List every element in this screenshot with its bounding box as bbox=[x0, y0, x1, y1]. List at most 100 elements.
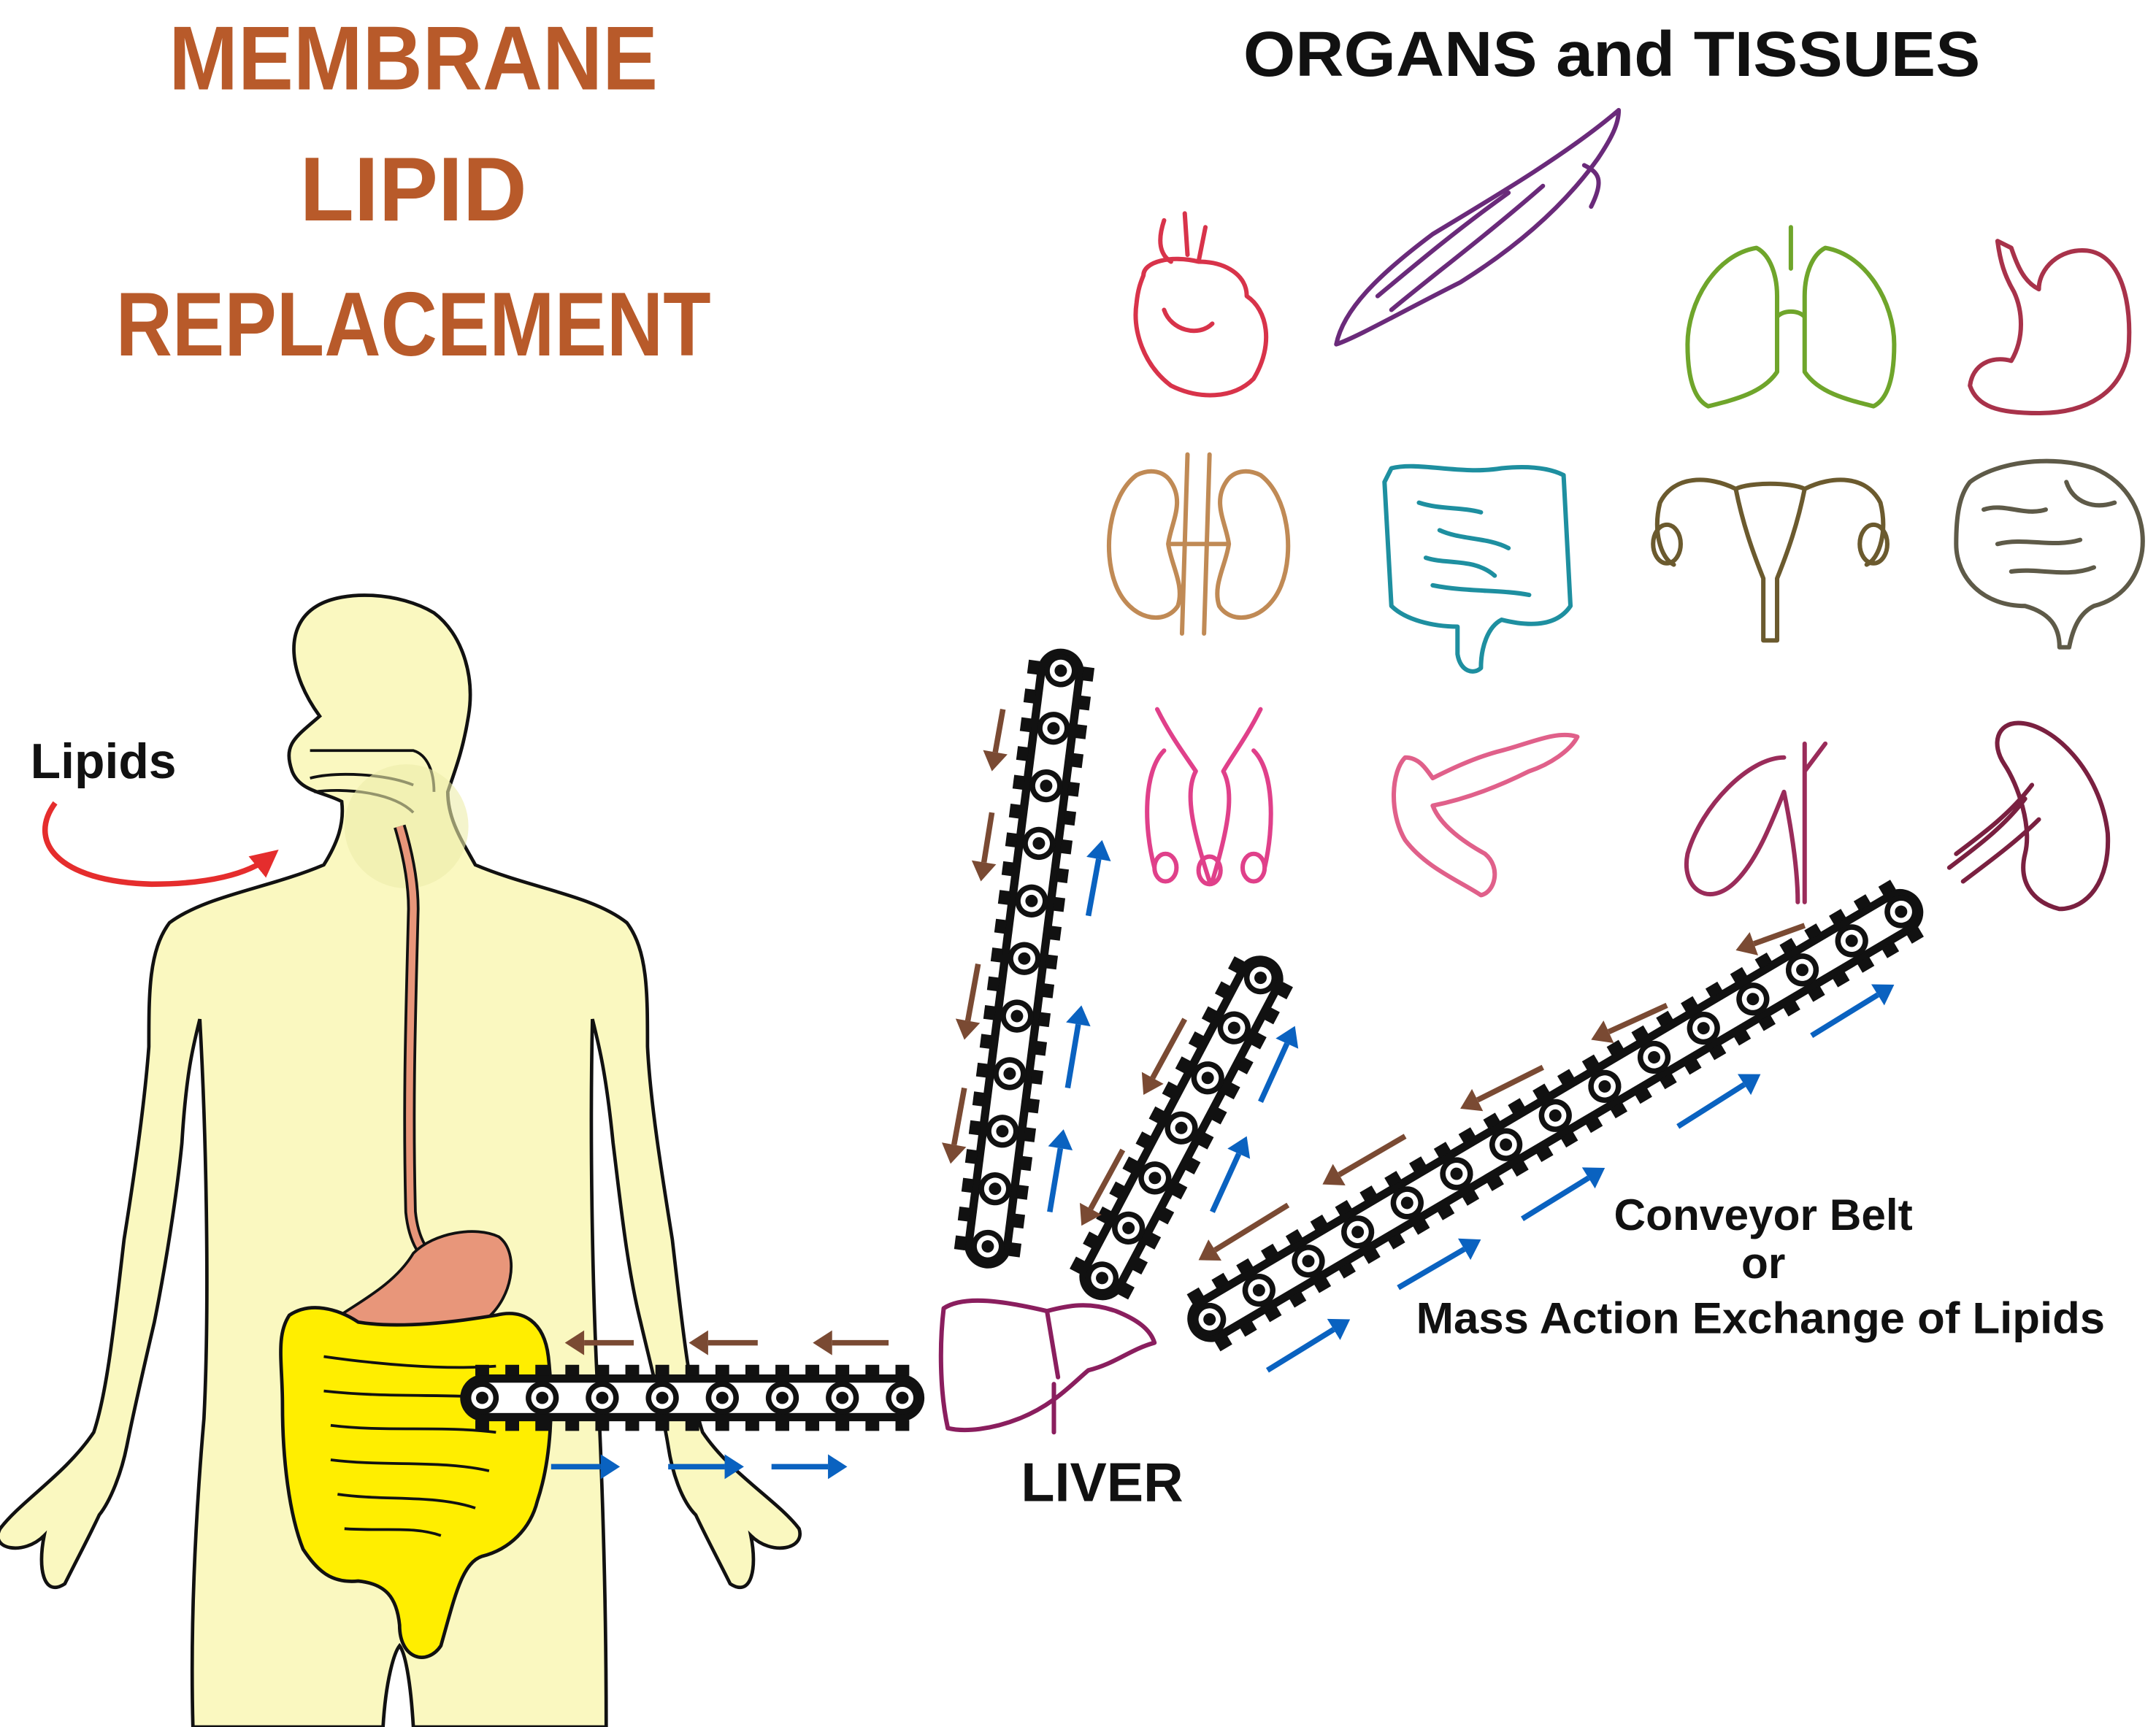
belt-tooth bbox=[1063, 810, 1077, 826]
caption-line-3: Mass Action Exchange of Lipids bbox=[1416, 1293, 2105, 1342]
belt-tooth bbox=[979, 1034, 993, 1050]
belt-tooth bbox=[1779, 938, 1798, 955]
belt-tooth bbox=[505, 1364, 520, 1376]
belt-tooth bbox=[964, 1149, 978, 1164]
belt-tooth bbox=[957, 1207, 971, 1222]
belt-tooth bbox=[1289, 1291, 1307, 1308]
caption-line-2: or bbox=[1741, 1238, 1785, 1288]
belt-liver-to-lower-organs bbox=[1186, 880, 1924, 1352]
caption-line-1: Conveyor Belt bbox=[1614, 1190, 1913, 1239]
belt-tooth bbox=[1508, 1098, 1526, 1115]
belt-tooth bbox=[685, 1420, 699, 1431]
belt-tooth bbox=[1171, 1182, 1188, 1200]
arrow-to-organs bbox=[1047, 1129, 1073, 1212]
belt-tooth bbox=[1034, 1040, 1048, 1056]
belt-tooth bbox=[715, 1420, 729, 1431]
arrow-to-liver bbox=[1591, 1002, 1668, 1044]
belt-tooth bbox=[1045, 954, 1059, 970]
title-line-3: REPLACEMENT bbox=[116, 274, 711, 375]
title-line-2: LIPID bbox=[299, 139, 526, 240]
belt-tooth bbox=[1310, 1214, 1328, 1231]
liver-label: LIVER bbox=[1021, 1452, 1183, 1513]
belt-tooth bbox=[1857, 956, 1875, 973]
belt-tooth bbox=[1016, 1185, 1029, 1200]
belt-tooth bbox=[535, 1364, 550, 1376]
belt-tooth bbox=[745, 1420, 759, 1431]
belt-tooth bbox=[1067, 782, 1081, 797]
belt-liver-to-upper-organs bbox=[954, 648, 1095, 1269]
belt-tooth bbox=[1906, 927, 1924, 944]
belt-tooth bbox=[1338, 1262, 1356, 1279]
belt-tooth bbox=[1214, 981, 1232, 999]
belt-tooth bbox=[1881, 942, 1900, 958]
belt-tooth bbox=[1030, 1069, 1044, 1085]
belt-tooth bbox=[1708, 1043, 1727, 1061]
belt-tooth bbox=[1109, 1181, 1126, 1199]
belt-tooth bbox=[595, 1420, 610, 1431]
liver-icon bbox=[938, 1298, 1157, 1435]
belt-tooth bbox=[1186, 1287, 1205, 1304]
lungs-icon bbox=[1685, 225, 1897, 409]
belt-tooth bbox=[1263, 1007, 1280, 1025]
belt-tooth bbox=[997, 890, 1011, 905]
flow-arrows bbox=[550, 709, 1895, 1480]
lipids-intake-arrow bbox=[42, 801, 279, 888]
conveyor-belts bbox=[460, 648, 1924, 1431]
belt-tooth bbox=[954, 1235, 967, 1251]
belt-tooth bbox=[685, 1364, 699, 1376]
belt-tooth bbox=[895, 1364, 910, 1376]
belt-tooth bbox=[1384, 1171, 1403, 1188]
arrow-to-liver bbox=[1198, 1202, 1290, 1261]
belt-tooth bbox=[1462, 1189, 1480, 1206]
throat-shading bbox=[344, 764, 469, 888]
belt-tooth bbox=[1236, 1258, 1254, 1275]
arrow-to-liver bbox=[1460, 1064, 1544, 1112]
belt-tooth bbox=[1581, 1054, 1600, 1072]
belt-tooth bbox=[1758, 1014, 1776, 1031]
belt-tooth bbox=[1631, 1025, 1649, 1042]
arrow-to-liver bbox=[550, 1454, 621, 1480]
intestine-coils bbox=[323, 1355, 503, 1537]
belt-tooth bbox=[1027, 659, 1040, 675]
belt-tooth bbox=[835, 1364, 850, 1376]
belt-tooth bbox=[1070, 753, 1084, 769]
belt-tooth bbox=[1148, 1106, 1165, 1124]
belt-tooth bbox=[1606, 1039, 1624, 1057]
belt-tooth bbox=[1070, 1256, 1086, 1274]
arrow-to-intestine bbox=[688, 1330, 758, 1355]
belt-tooth bbox=[1016, 746, 1029, 761]
belt-tooth bbox=[865, 1420, 880, 1431]
arrow-to-liver bbox=[1079, 1148, 1126, 1226]
belt-tooth bbox=[745, 1364, 759, 1376]
belt-tooth bbox=[1211, 1272, 1229, 1290]
belt-tooth bbox=[1458, 1127, 1476, 1144]
belt-tooth bbox=[625, 1364, 640, 1376]
belt-tooth bbox=[1684, 1058, 1702, 1075]
belt-tooth bbox=[1131, 1257, 1148, 1275]
belt-tooth bbox=[805, 1420, 820, 1431]
belt-tooth bbox=[1681, 996, 1699, 1013]
belt-liver-to-middle-organs bbox=[1070, 955, 1293, 1301]
male-reproductive-icon bbox=[1145, 707, 1273, 887]
belt-tooth bbox=[1412, 1218, 1430, 1235]
arrow-to-liver bbox=[1322, 1134, 1407, 1185]
belt-tooth bbox=[1832, 971, 1850, 988]
belt-tooth bbox=[1012, 774, 1026, 791]
conveyor-caption: Conveyor Belt or Mass Action Exchange of… bbox=[1416, 1190, 2105, 1343]
belt-tooth bbox=[715, 1364, 729, 1376]
belt-tooth bbox=[1532, 1083, 1551, 1101]
belt-tooth bbox=[1486, 1174, 1504, 1191]
belt-tooth bbox=[1214, 1334, 1232, 1352]
belt-tooth bbox=[655, 1364, 670, 1376]
belt-tooth bbox=[994, 918, 1008, 934]
belt-tooth bbox=[1276, 982, 1293, 1000]
belt-tooth bbox=[1610, 1101, 1628, 1119]
belt-tooth bbox=[655, 1420, 670, 1431]
arrow-to-organs bbox=[1810, 984, 1895, 1039]
belt-tooth bbox=[961, 1177, 975, 1193]
belt-tooth bbox=[895, 1420, 910, 1431]
belt-tooth bbox=[565, 1364, 580, 1376]
belt-tooth bbox=[475, 1364, 489, 1376]
belt-tooth bbox=[775, 1364, 789, 1376]
arrow-to-liver bbox=[983, 709, 1008, 772]
